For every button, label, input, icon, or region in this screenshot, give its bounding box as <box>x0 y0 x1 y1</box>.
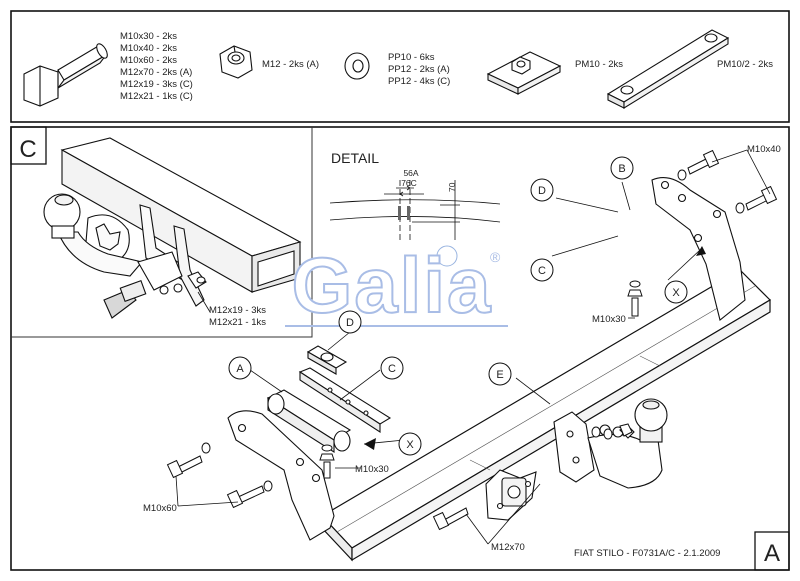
bolt-m10x40-upper-1 <box>687 149 720 175</box>
bolt-list: M10x30 - 2ks M10x40 - 2ks M10x60 - 2ks M… <box>120 31 193 102</box>
main-frame <box>10 126 790 571</box>
washer-list: PP10 - 6ks PP12 - 2ks (A) PP12 - 4ks (C) <box>388 52 450 87</box>
long-plate-icon <box>606 29 730 109</box>
callout-c-right-text: C <box>538 265 546 277</box>
callout-m10x30-left: M10x30 <box>355 464 389 475</box>
detail-bolt-mark-right <box>407 206 410 220</box>
callout-d-left-circle <box>338 310 362 334</box>
galia-logo-watermark: Galia <box>292 241 493 329</box>
bolt-m10x40-label: M10x40 - 2ks <box>120 43 177 54</box>
callout-e-circle <box>488 362 512 386</box>
detail-bolt-mark-left <box>398 206 401 220</box>
callout-d-left-text: D <box>346 317 354 329</box>
callout-d-right-text: D <box>538 185 546 197</box>
callout-b-circle <box>610 156 634 180</box>
washer-left-1 <box>201 442 211 454</box>
washer-upper-2 <box>735 202 745 214</box>
callout-x-left-circle <box>398 432 422 456</box>
sheet-letter: A <box>764 540 780 567</box>
washer-upper-1 <box>677 169 687 181</box>
nut-label: M12 - 2ks (A) <box>262 59 319 70</box>
callout-c-left-circle <box>380 356 404 380</box>
callout-x-right-text: X <box>672 287 680 299</box>
callout-circles <box>228 156 688 456</box>
panel-c-bolt-labels: M12x19 - 3ks M12x21 - 1ks <box>209 305 266 328</box>
panel-c-frame <box>11 127 313 338</box>
hex-bolt-icon <box>23 43 108 107</box>
bolt-m12x19-label: M12x19 - 3ks (C) <box>120 79 193 90</box>
washer-icon <box>344 52 370 80</box>
left-clamp-block <box>266 389 352 454</box>
plate-pm10-label: PM10 - 2ks <box>575 59 623 70</box>
bolt-m12x21-label: M12x21 - 1ks (C) <box>120 91 193 102</box>
callout-m10x30-right: M10x30 <box>592 314 626 325</box>
callout-x-left-text: X <box>406 439 414 451</box>
sheet-letter-box <box>754 531 790 571</box>
detail-circle-marker <box>436 245 458 267</box>
detail-dimension-sketch <box>329 180 501 240</box>
washer-pp12a-label: PP12 - 2ks (A) <box>388 64 450 75</box>
detail-dim-76c: 76C <box>401 178 417 188</box>
callout-a-circle <box>228 356 252 380</box>
small-plate-icon <box>486 51 562 95</box>
callout-m12x70: M12x70 <box>491 542 525 553</box>
callout-letters: B D C X D A C E X <box>236 163 680 451</box>
bolt-m10x40-upper-2 <box>745 185 778 211</box>
bolt-m12x70-label: M12x70 - 2ks (A) <box>120 67 192 78</box>
panel-c-letter: C <box>19 136 36 163</box>
callout-d-right-circle <box>530 178 554 202</box>
detail-title: DETAIL <box>331 150 379 166</box>
bolt-m12x70 <box>432 507 469 531</box>
right-side-bracket <box>651 177 746 321</box>
washer-pp10-label: PP10 - 6ks <box>388 52 435 63</box>
leader-lines <box>175 149 771 545</box>
center-nuts <box>591 423 633 440</box>
callout-c-left-text: C <box>388 363 396 375</box>
detail-dim-70: 70 <box>447 182 457 192</box>
detail-dim-56a: 56A <box>403 168 418 178</box>
plate-d-small <box>306 345 348 375</box>
panel-c-m12x19-label: M12x19 - 3ks <box>209 305 266 316</box>
plate-pm10-2-label: PM10/2 - 2ks <box>717 59 773 70</box>
bolt-m10x30-right <box>627 280 643 317</box>
drawing-title: FIAT STILO - F0731A/C - 2.1.2009 <box>574 548 720 559</box>
washer-pp12c-label: PP12 - 4ks (C) <box>388 76 450 87</box>
panel-c-leader <box>197 291 211 313</box>
panel-c-m12x21-label: M12x21 - 1ks <box>209 317 266 328</box>
callout-e-text: E <box>496 369 503 381</box>
panel-c-towbar-closeup <box>43 137 302 319</box>
callout-a-text: A <box>236 363 244 375</box>
bolt-callout-labels: M10x40 M10x30 M10x30 M10x60 M12x70 <box>143 144 781 553</box>
bolt-m10x60-upper <box>166 455 203 479</box>
callout-c-right-circle <box>530 258 554 282</box>
left-side-bracket <box>227 410 335 541</box>
socket-plate <box>485 469 537 521</box>
bolt-m10x30-label: M10x30 - 2ks <box>120 31 177 42</box>
callout-x-right-circle <box>664 280 688 304</box>
callout-m10x60: M10x60 <box>143 503 177 514</box>
bolt-m10x30-left <box>319 444 335 479</box>
bolt-m10x60-label: M10x60 - 2ks <box>120 55 177 66</box>
arrow-x-markers <box>364 246 706 450</box>
callout-m10x40: M10x40 <box>747 144 781 155</box>
parts-table-frame <box>10 10 790 123</box>
center-mount-plate <box>553 411 595 483</box>
washer-left-2 <box>263 480 273 492</box>
bolt-m10x60-lower <box>226 485 265 509</box>
hex-nut-icon <box>219 45 253 79</box>
registered-mark: ® <box>490 249 501 265</box>
ball-neck <box>587 398 668 489</box>
callout-b-text: B <box>618 163 625 175</box>
panel-c-letter-box <box>10 126 47 165</box>
